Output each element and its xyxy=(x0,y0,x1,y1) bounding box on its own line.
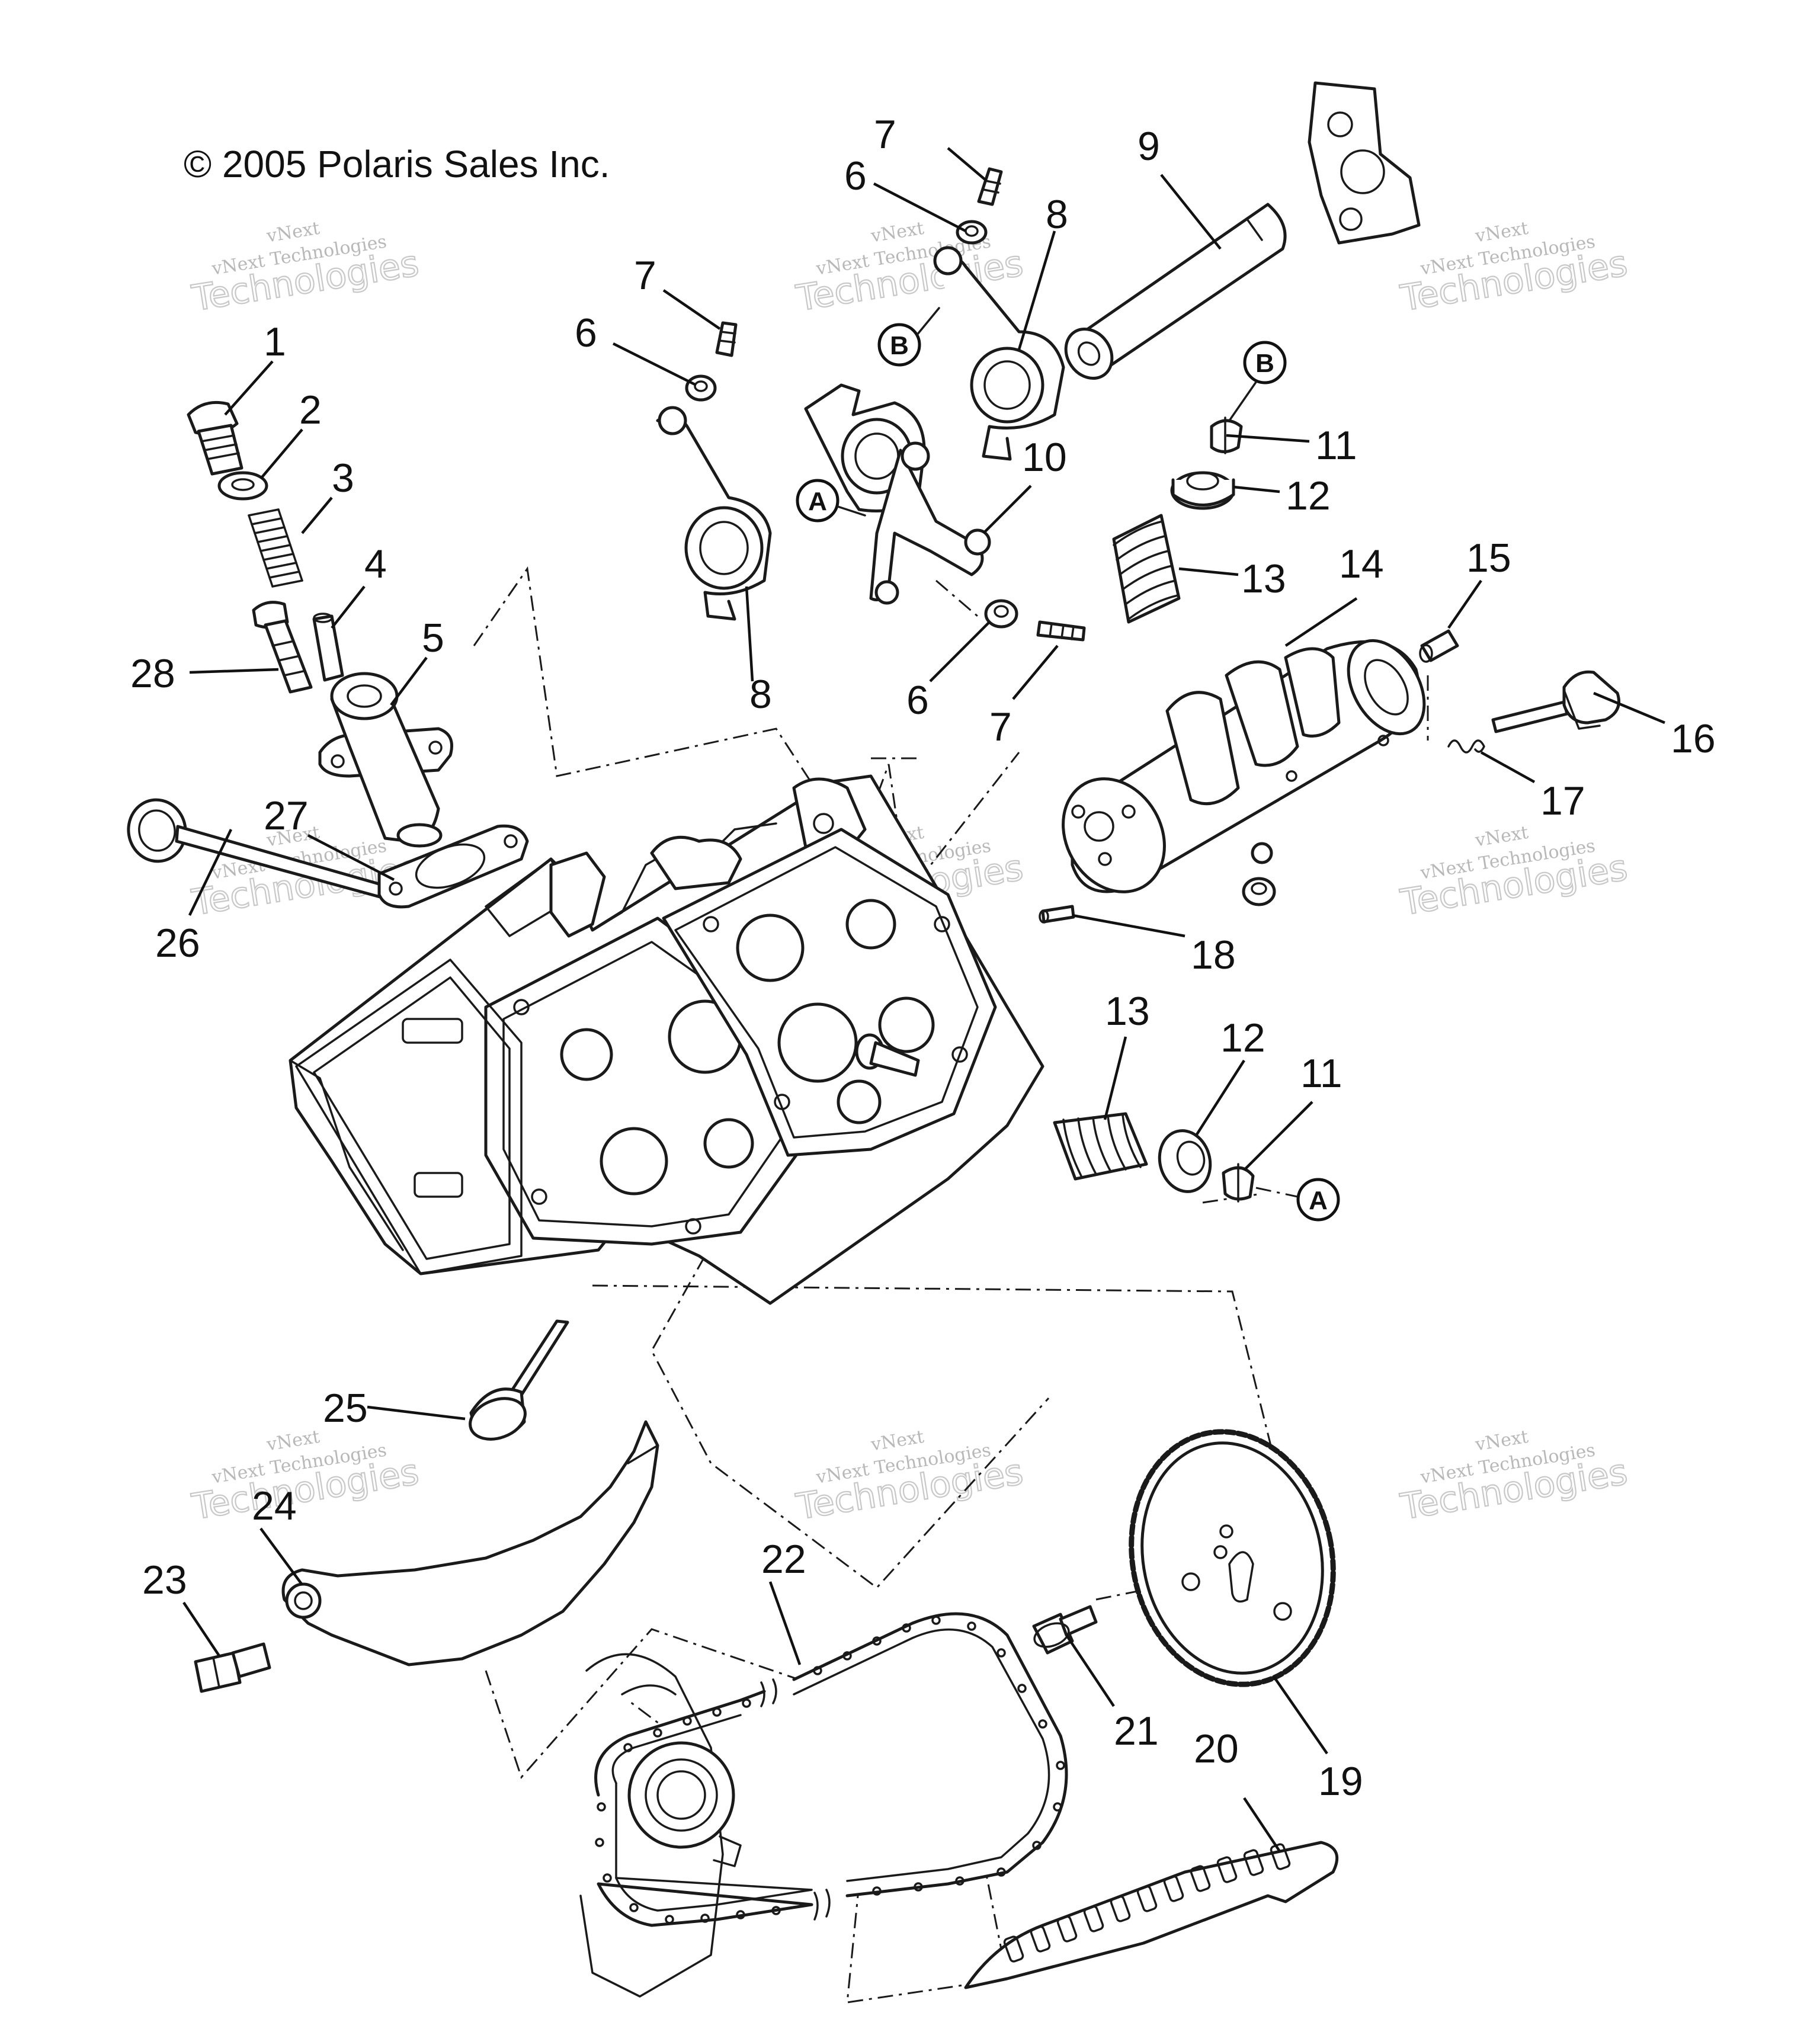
spring-part-3 xyxy=(248,508,303,588)
callout-6-top: 6 xyxy=(844,153,867,198)
plug-bolt-part-1 xyxy=(187,400,243,476)
adjuster-nut-part-6-low xyxy=(984,599,1018,629)
ref-marker-b-left: B xyxy=(877,307,940,367)
callout-8-low: 8 xyxy=(749,672,772,717)
callout-18: 18 xyxy=(1191,932,1236,977)
callout-4: 4 xyxy=(364,541,387,586)
cam-sprocket-part-19 xyxy=(1129,1429,1336,1687)
callout-17: 17 xyxy=(1540,778,1585,823)
callout-26: 26 xyxy=(155,921,200,966)
pin-part-15 xyxy=(1419,629,1459,663)
decompression-lever-part-16 xyxy=(1491,670,1620,733)
decompression-ball xyxy=(1242,842,1276,906)
ref-marker-b-right: B xyxy=(1228,341,1287,422)
washer-part-2 xyxy=(217,471,268,501)
callout-15: 15 xyxy=(1466,536,1511,581)
callout-22: 22 xyxy=(761,1537,806,1582)
rocker-arm-part-8-lower xyxy=(656,406,772,621)
camshaft-part-14 xyxy=(1062,639,1426,893)
callout-9: 9 xyxy=(1138,124,1160,169)
adjuster-screw-part-7-low xyxy=(1036,620,1086,642)
callout-19: 19 xyxy=(1318,1759,1363,1804)
callout-labels: 1 2 3 4 5 28 27 26 7 6 8 9 7 6 10 8 6 7 … xyxy=(130,112,1716,1804)
callout-13-upper: 13 xyxy=(1241,556,1286,601)
callout-1: 1 xyxy=(264,319,286,364)
bolt-part-28 xyxy=(252,601,313,694)
callout-27: 27 xyxy=(264,793,309,838)
callout-11-upper: 11 xyxy=(1315,423,1357,468)
watermark: vNext vNext Technologies Technologies xyxy=(188,1427,422,1529)
callout-12-upper: 12 xyxy=(1286,473,1331,518)
rocker-shaft-part-9 xyxy=(1064,203,1287,380)
callout-7-low: 7 xyxy=(989,704,1012,749)
copyright-notice: © 2005 Polaris Sales Inc. xyxy=(184,143,610,185)
leader-lines xyxy=(182,147,1665,1852)
gasket-part-27 xyxy=(377,824,529,909)
callout-28: 28 xyxy=(130,651,175,696)
spring-part-17 xyxy=(1447,739,1485,754)
reference-markers: A A B B xyxy=(796,307,1340,1222)
callout-23: 23 xyxy=(142,1557,187,1602)
callout-2: 2 xyxy=(299,387,322,432)
callout-6-mid: 6 xyxy=(575,310,597,355)
svg-text:B: B xyxy=(890,331,909,360)
callout-24: 24 xyxy=(252,1483,297,1528)
callout-21: 21 xyxy=(1114,1709,1159,1754)
tensioner-body-part-5 xyxy=(318,672,453,848)
watermark: vNext vNext Technologies Technologies xyxy=(188,218,422,320)
chain-guide-part-20 xyxy=(964,1841,1339,1989)
shaft-bracket xyxy=(1308,81,1421,245)
chain-links xyxy=(595,1616,1065,1924)
crank-sprocket xyxy=(579,1653,742,1998)
bolt-part-23 xyxy=(194,1642,271,1693)
callout-5: 5 xyxy=(422,616,444,661)
callout-3: 3 xyxy=(332,456,354,501)
callout-20: 20 xyxy=(1194,1726,1239,1771)
chain-guide-part-24 xyxy=(281,1420,659,1666)
rocker-arm-part-8-upper xyxy=(933,246,1065,461)
watermark: vNext vNext Technologies Technologies xyxy=(1397,218,1631,320)
adjuster-nut-part-6-mid xyxy=(685,374,717,402)
svg-text:B: B xyxy=(1255,349,1274,378)
spring-retainer-part-12-lower xyxy=(1158,1129,1212,1193)
callout-13-lower: 13 xyxy=(1105,989,1150,1034)
callout-16: 16 xyxy=(1671,716,1716,761)
ref-marker-a-upper: A xyxy=(796,479,866,523)
callout-12-lower: 12 xyxy=(1220,1015,1265,1060)
watermark: vNext vNext Technologies Technologies xyxy=(1397,1427,1631,1529)
callout-6-low: 6 xyxy=(906,678,929,723)
svg-text:A: A xyxy=(1309,1186,1328,1215)
adjuster-nut-part-6-top xyxy=(956,220,988,245)
callout-8-top: 8 xyxy=(1046,192,1068,237)
callout-14: 14 xyxy=(1339,541,1384,586)
adjuster-screw-part-7-mid xyxy=(715,321,738,357)
callout-7-top: 7 xyxy=(874,112,896,157)
cylinder-head xyxy=(289,774,1044,1305)
svg-text:A: A xyxy=(808,487,827,516)
rocker-arm-part-10 xyxy=(804,383,991,605)
callout-11-lower: 11 xyxy=(1300,1051,1342,1096)
valve-spring-part-13-lower xyxy=(1053,1112,1148,1181)
pin-part-4 xyxy=(312,613,344,682)
watermark: vNext vNext Technologies Technologies xyxy=(793,1427,1027,1529)
bolt-part-21 xyxy=(1032,1605,1098,1655)
valve-part-25 xyxy=(469,1319,569,1441)
callout-10: 10 xyxy=(1022,435,1067,480)
valve-spring-part-13-upper xyxy=(1112,514,1181,624)
valve-keeper-part-11-lower xyxy=(1222,1163,1255,1203)
ref-marker-a-lower: A xyxy=(1255,1178,1340,1222)
guide-ribs xyxy=(1003,1843,1291,1963)
adjuster-screw-part-7-top xyxy=(977,167,1003,206)
callout-25: 25 xyxy=(323,1386,368,1431)
watermark: vNext vNext Technologies Technologies xyxy=(1397,822,1631,925)
dowel-pin-part-18 xyxy=(1039,905,1075,924)
callout-7-mid: 7 xyxy=(634,253,656,298)
spring-retainer-part-12-upper xyxy=(1170,471,1235,510)
